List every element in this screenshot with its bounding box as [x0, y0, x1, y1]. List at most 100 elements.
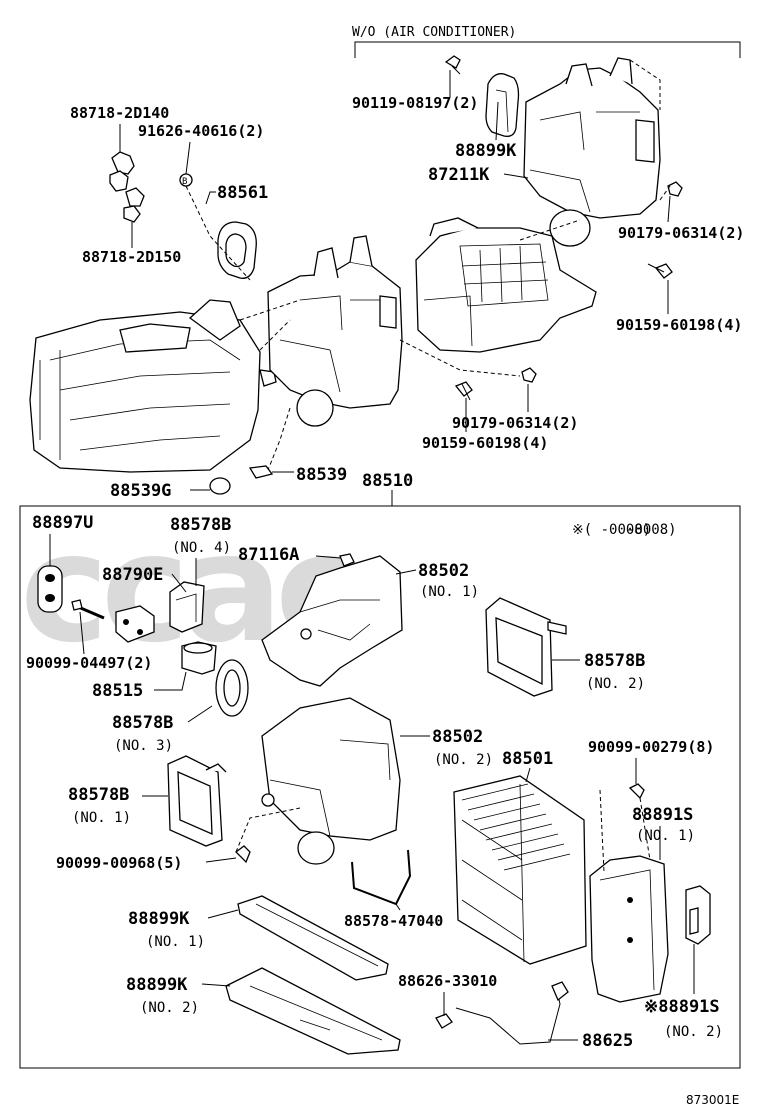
screw-head-90099-04497 [71, 599, 83, 611]
bolt-shaft-mid [461, 383, 471, 401]
case-88502-no2[interactable] [261, 697, 401, 865]
label-88539: 88539 [296, 465, 347, 485]
label-88790E: 88790E [102, 565, 163, 585]
label-88510: 88510 [362, 471, 413, 491]
leader-l3 [205, 191, 216, 205]
label-88515: 88515 [92, 681, 143, 701]
valve-88515[interactable] [181, 641, 217, 675]
cover-88891S-no2[interactable] [685, 885, 711, 945]
label-88626-33010: 88626-33010 [398, 972, 497, 990]
grommet-88539G[interactable] [209, 477, 231, 495]
label-87116A: 87116A [238, 545, 299, 565]
label-88718-2D150: 88718-2D150 [82, 248, 181, 266]
clip-88626-33010[interactable] [435, 1013, 453, 1029]
label-88578B-no1: 88578B [68, 785, 129, 805]
label-88501: 88501 [502, 749, 553, 769]
blower-case-center [267, 235, 403, 427]
label-88502-no1-sub: (NO. 1) [420, 584, 479, 600]
leader-l6 [495, 101, 499, 141]
nut-90179-06314-top[interactable] [667, 181, 683, 197]
label-90159-60198-mid: 90159-60198(4) [422, 434, 548, 452]
label-88539G: 88539G [110, 481, 171, 501]
duct-88899K-no1[interactable] [237, 895, 389, 981]
label-88578-47040: 88578-47040 [344, 912, 443, 930]
seal-88578B-no2[interactable] [485, 597, 567, 697]
nut-90179-06314-mid[interactable] [521, 367, 537, 383]
leader-b6 [79, 611, 85, 655]
clip-87116A[interactable] [339, 553, 355, 567]
clip-88718-2D140[interactable] [109, 151, 135, 192]
box-note: ※( -0008) [572, 522, 651, 538]
leader-wo-2 [659, 185, 671, 201]
label-90099-00968: 90099-00968(5) [56, 854, 182, 872]
leader-l2 [185, 141, 191, 175]
evaporator-88501[interactable] [453, 775, 587, 965]
label-90179-06314-top: 90179-06314(2) [618, 224, 744, 242]
blower-assy-87211K[interactable] [523, 57, 661, 247]
leader-b5 [395, 569, 417, 575]
label-88897U: 88897U [32, 513, 93, 533]
grommet-88897U[interactable] [37, 565, 63, 613]
label-90099-00279: 90099-00279(8) [588, 738, 714, 756]
label-88718-2D140: 88718-2D140 [70, 104, 169, 122]
clip-88578-47040[interactable] [351, 849, 412, 906]
label-88899K-no2-sub: (NO. 2) [140, 1000, 199, 1016]
seal-88561[interactable] [217, 221, 257, 279]
screw-90119-08197[interactable] [444, 55, 461, 69]
label-88899K-no2: 88899K [126, 975, 188, 995]
clip-88718-2D150[interactable] [123, 187, 145, 223]
label-91626-40616: 91626-40616(2) [138, 122, 264, 140]
seal-88578B-no1[interactable] [167, 755, 227, 847]
label-88502-no1: 88502 [418, 561, 469, 581]
label-88502-no2: 88502 [432, 727, 483, 747]
wo-bracket [354, 41, 741, 58]
leader-l8 [667, 195, 671, 223]
label-88899K-no1-sub: (NO. 1) [146, 934, 205, 950]
label-88625: 88625 [582, 1031, 633, 1051]
label-88578B-no4: 88578B [170, 515, 231, 535]
leader-b15 [205, 857, 237, 863]
label-88891S-no1-sub: (NO. 1) [636, 828, 695, 844]
bracket-88790E[interactable] [115, 605, 155, 643]
seal-88578B-no3[interactable] [215, 659, 249, 717]
leader-dash-b12b [639, 797, 651, 861]
label-90179-06314-mid: 90179-06314(2) [452, 414, 578, 432]
screw-shaft [451, 65, 461, 75]
leader-b4 [315, 555, 341, 559]
leader-center-1 [239, 299, 301, 321]
leader-b17 [207, 909, 239, 919]
marker-b-letter: B [182, 177, 187, 187]
label-88891S-no2: ※88891S [644, 997, 720, 1017]
label-90159-60198-top: 90159-60198(4) [616, 316, 742, 334]
screw-90099-00968[interactable] [235, 845, 251, 864]
seal-88578B-no4[interactable] [169, 581, 205, 633]
box-note-end: -0008) [626, 522, 677, 538]
label-90099-04497: 90099-04497(2) [26, 654, 152, 672]
leader-l7 [503, 173, 529, 179]
plug-88539[interactable] [248, 465, 274, 479]
bolt-90159-60198-top[interactable] [654, 263, 673, 279]
leader-center-4 [267, 407, 291, 471]
label-87211K: 87211K [428, 165, 490, 185]
leader-dash-b12 [599, 789, 605, 873]
leader-wo-3 [519, 219, 581, 241]
bolt-shaft-top [647, 263, 665, 273]
label-88899K-no1: 88899K [128, 909, 190, 929]
label-88578B-no2: 88578B [584, 651, 645, 671]
screw-90099-00279[interactable] [628, 783, 645, 800]
leader-center-3 [259, 319, 291, 351]
leader-b18 [201, 983, 231, 987]
cover-88891S-no1[interactable] [589, 855, 669, 1003]
label-88578B-no2-sub: (NO. 2) [586, 676, 645, 692]
sensor-88625[interactable] [455, 985, 561, 1045]
duct-seal-88899K-top[interactable] [485, 73, 520, 137]
case-88502-no1[interactable] [261, 555, 403, 687]
assembly-box [19, 505, 741, 1069]
leader-wo-1 [629, 59, 661, 110]
label-88891S-no2-sub: (NO. 2) [664, 1024, 723, 1040]
duct-88899K-no2[interactable] [225, 967, 401, 1055]
leader-center-2 [399, 339, 521, 377]
label-88578B-no1-sub: (NO. 1) [72, 810, 131, 826]
